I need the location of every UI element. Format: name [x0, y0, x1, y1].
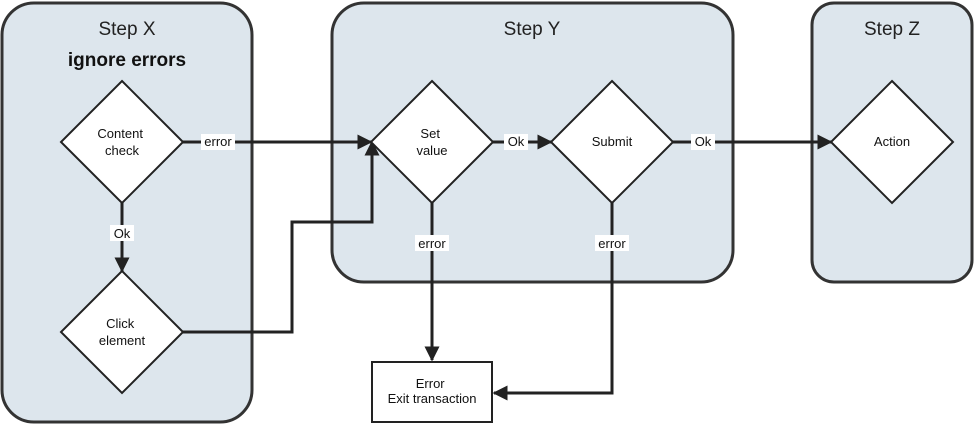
node-submit: Submit — [549, 79, 675, 205]
lane-step-x: Step X ignore errors — [0, 1, 254, 424]
lane-step-x-title: Step X — [98, 19, 155, 40]
node-click-element-line-1: Click — [106, 316, 135, 331]
edge-set-value-to-submit: Ok — [493, 134, 553, 150]
node-set-value-line-1: Set — [420, 126, 440, 141]
node-click-element-line-2: element — [99, 333, 146, 348]
edge-label-error-1: error — [204, 134, 232, 149]
node-content-check: Content check — [59, 79, 185, 205]
node-action-label: Action — [874, 134, 910, 149]
edge-set-value-to-error: error — [415, 203, 449, 362]
node-error-line-2: Exit transaction — [388, 391, 477, 406]
node-content-check-line-2: check — [105, 143, 139, 158]
edge-label-error-3: error — [598, 236, 626, 251]
edge-click-element-to-set-value — [183, 140, 380, 334]
lane-step-y-title: Step Y — [504, 19, 561, 40]
node-set-value-line-2: value — [416, 143, 447, 158]
lane-step-z-title: Step Z — [864, 19, 920, 40]
node-error-line-1: Error — [416, 376, 446, 391]
edge-label-ok-3: Ok — [695, 134, 712, 149]
lane-step-x-subtitle: ignore errors — [68, 50, 186, 71]
edge-submit-to-action: Ok — [673, 134, 833, 150]
edge-content-check-to-set-value: error — [183, 134, 373, 150]
svg-text:Content check: Content check — [97, 126, 146, 158]
edge-submit-to-error: error — [492, 203, 629, 401]
edge-label-error-2: error — [418, 236, 446, 251]
node-set-value: Set value — [369, 79, 495, 205]
svg-text:Set value: Set value — [416, 126, 447, 158]
node-content-check-line-1: Content — [97, 126, 143, 141]
node-error-exit-transaction: Error Exit transaction — [371, 361, 493, 423]
edge-label-ok-2: Ok — [508, 134, 525, 149]
svg-text:Error Exit transaction: Error Exit transaction — [388, 376, 477, 406]
node-click-element: Click element — [59, 269, 185, 395]
edge-label-ok-1: Ok — [114, 226, 131, 241]
node-submit-label: Submit — [592, 134, 633, 149]
node-action: Action — [829, 79, 955, 205]
edge-content-check-to-click-element: Ok — [110, 203, 134, 273]
svg-text:Click element: Click element — [99, 316, 146, 348]
